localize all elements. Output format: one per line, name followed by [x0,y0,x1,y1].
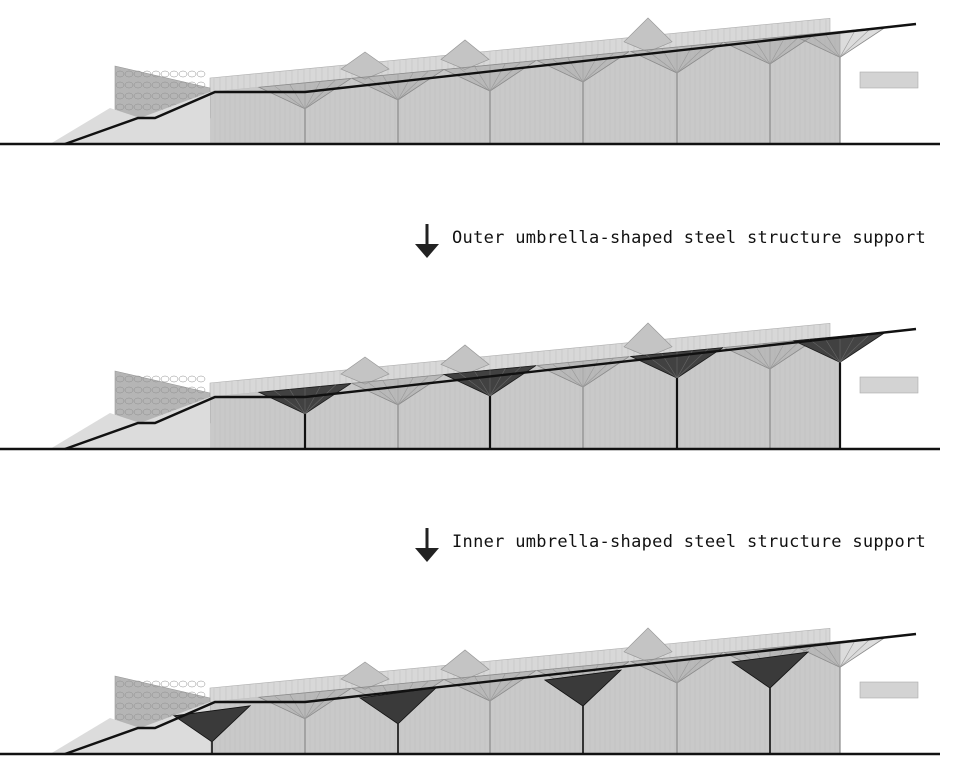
roof-lantern [440,39,490,70]
roof-lantern [340,356,390,385]
umbrella-support [257,78,352,110]
step-label-inner: Inner umbrella-shaped steel structure su… [452,532,927,552]
down-arrow-icon [415,224,439,258]
panel-inner-umbrella [0,610,960,770]
panel-outer-umbrella [0,305,960,465]
roof-edge-line [64,327,917,451]
umbrella-support [350,374,445,406]
inner-umbrella [172,705,252,743]
umbrella-support [722,33,817,65]
roof-edge-line [64,632,917,756]
down-arrow-icon [415,528,439,562]
roof-lantern [623,627,673,663]
entrance-ramp [50,702,210,754]
step-inner-support: Inner umbrella-shaped steel structure su… [412,526,960,566]
entrance-ramp [50,92,210,144]
umbrella-support [257,688,352,720]
roof-lantern [440,649,490,680]
roof-lantern [340,51,390,80]
side-canopy [859,376,919,394]
panel-base-structure [0,0,960,160]
roof-lantern [440,344,490,375]
entrance-ramp [50,397,210,449]
inner-umbrella [730,651,810,689]
inner-umbrella [358,687,438,725]
roof-edge-line [64,22,917,146]
step-label-outer: Outer umbrella-shaped steel structure su… [452,228,927,248]
umbrella-support [257,383,352,415]
umbrella-support [350,69,445,101]
step-outer-support: Outer umbrella-shaped steel structure su… [412,222,960,262]
inner-umbrella [543,669,623,707]
roof-lantern [623,17,673,53]
umbrella-support [722,338,817,370]
side-canopy [859,71,919,89]
roof-lantern [623,322,673,358]
side-canopy [859,681,919,699]
roof-lantern [340,661,390,690]
